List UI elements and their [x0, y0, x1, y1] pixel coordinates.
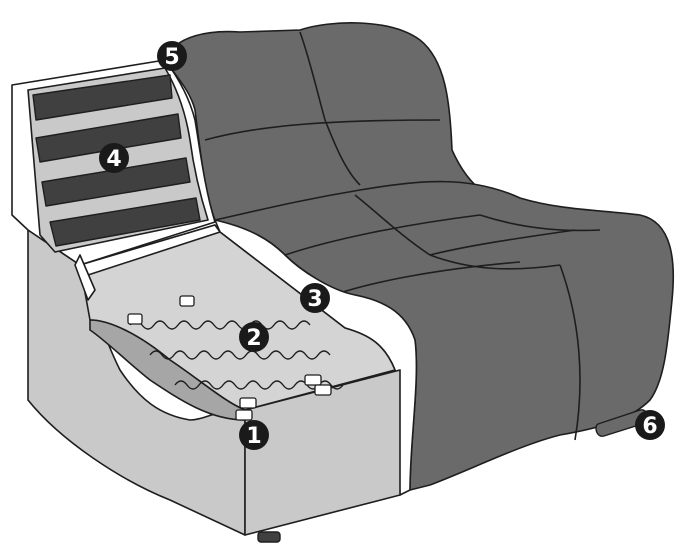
clip [127, 313, 143, 325]
clip [239, 397, 257, 409]
callout-4: 4 [99, 143, 129, 173]
seat-cushions [214, 180, 675, 491]
spring-row [129, 320, 311, 330]
callout-markers: 1 2 3 4 5 6 [99, 41, 665, 450]
callout-2: 2 [239, 322, 269, 352]
callout-1: 1 [239, 420, 269, 450]
back-webbing [32, 74, 201, 247]
clip [179, 295, 195, 307]
callout-3-label: 3 [307, 287, 322, 312]
callout-1-label: 1 [246, 424, 261, 449]
clip [314, 384, 332, 396]
spring-clips [127, 295, 332, 421]
callout-6: 6 [635, 410, 665, 440]
callout-4-label: 4 [106, 147, 121, 172]
leg [257, 531, 281, 543]
back-cushion [164, 22, 521, 221]
spring-row [149, 350, 331, 360]
callout-5: 5 [157, 41, 187, 71]
callout-2-label: 2 [246, 326, 261, 351]
callout-3: 3 [300, 283, 330, 313]
legs [257, 409, 648, 543]
clip [235, 409, 253, 421]
callout-5-label: 5 [164, 45, 179, 70]
callout-6-label: 6 [642, 414, 657, 439]
clip [304, 374, 322, 386]
